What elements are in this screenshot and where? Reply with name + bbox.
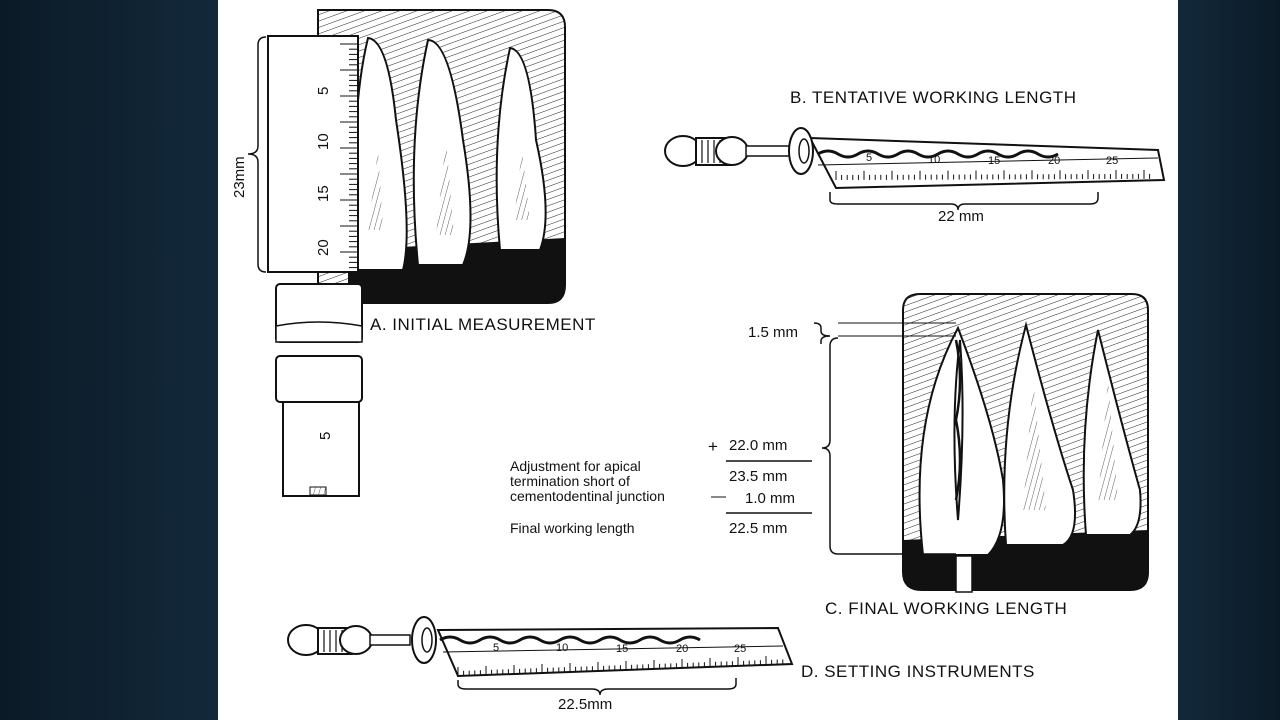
ruler-a-tick-label: 20 <box>315 239 332 256</box>
file-in-canal <box>953 339 964 521</box>
ruler-b-tick-label: 15 <box>988 155 1001 167</box>
bracket-setting <box>457 678 737 696</box>
ruler-b-tick-label: 25 <box>1106 155 1119 167</box>
ruler-a-tick-label: 15 <box>315 185 332 202</box>
ruler-a-upper <box>267 35 359 273</box>
tooth-canal-a1 <box>368 150 383 230</box>
bracket-initial <box>247 36 267 273</box>
caption-initial-measurement: A. INITIAL MEASUREMENT <box>370 315 596 334</box>
ruler-b-tick-label: 10 <box>928 154 941 166</box>
final-working-length-label: Final working length <box>510 520 635 536</box>
slide: 5 10 15 20 5 23mm 5 10 15 20 25 5 10 15 … <box>218 0 1178 720</box>
subtotal-value: 23.5 mm <box>729 468 788 485</box>
ruler-d-tick-marks <box>457 656 784 676</box>
plus-sign: + <box>708 437 718 456</box>
adjustment-label-line-1: Adjustment for apical <box>510 458 641 474</box>
tooth-canal-a2 <box>436 140 454 235</box>
ruler-a-lower-tick-label: 5 <box>317 431 334 440</box>
ruler-d-tick-label: 20 <box>676 643 689 655</box>
caption-tentative-working-length: B. TENTATIVE WORKING LENGTH <box>790 88 1077 107</box>
ruler-b-tick-marks <box>835 169 1151 180</box>
final-working-length-value: 22.5 mm <box>729 520 788 537</box>
bracket-final <box>821 337 956 555</box>
background-left <box>0 0 218 720</box>
adjustment-value: 1.0 mm <box>745 490 796 507</box>
adjustment-label-line-3: cementodentinal junction <box>510 488 665 504</box>
tooth-canal-a3 <box>514 150 530 220</box>
tentative-length-value: 22 mm <box>938 208 984 225</box>
panel-d <box>287 616 794 696</box>
setting-length-value: 22.5mm <box>558 696 613 713</box>
ruler-a-cap-bottom <box>275 355 363 403</box>
panel-b <box>664 127 1166 211</box>
ruler-b-tick-label: 20 <box>1048 155 1061 167</box>
ruler-d-tick-label: 10 <box>556 642 569 654</box>
panel-c <box>726 293 1149 593</box>
diagram-drawing <box>247 9 1166 696</box>
ruler-d-tick-label: 5 <box>493 642 500 654</box>
ruler-a-tick-label: 5 <box>315 86 332 95</box>
tooth-a2 <box>412 38 472 266</box>
caption-setting-instruments: D. SETTING INSTRUMENTS <box>801 662 1035 681</box>
tooth-a3 <box>495 46 547 251</box>
caption-final-working-length: C. FINAL WORKING LENGTH <box>825 599 1068 618</box>
bracket-tentative <box>829 192 1099 211</box>
ruler-a-tick-label: 10 <box>315 133 332 150</box>
adjustment-label-line-2: termination short of <box>510 473 630 489</box>
ruler-d-tick-label: 15 <box>616 643 629 655</box>
added-value: 22.0 mm <box>729 437 788 454</box>
ruler-b-tick-label: 5 <box>866 152 873 164</box>
background-right <box>1178 0 1280 720</box>
ruler-d-tick-label: 25 <box>734 643 747 655</box>
short-distance-value: 1.5 mm <box>748 324 799 341</box>
panel-a <box>247 9 566 497</box>
ruler-d <box>436 626 794 678</box>
tooth-c2 <box>1003 321 1076 546</box>
bracket-short <box>813 322 831 344</box>
ruler-a-lower <box>282 401 360 497</box>
initial-measurement-value: 23mm <box>231 156 248 198</box>
minus-sign: — <box>711 488 726 505</box>
